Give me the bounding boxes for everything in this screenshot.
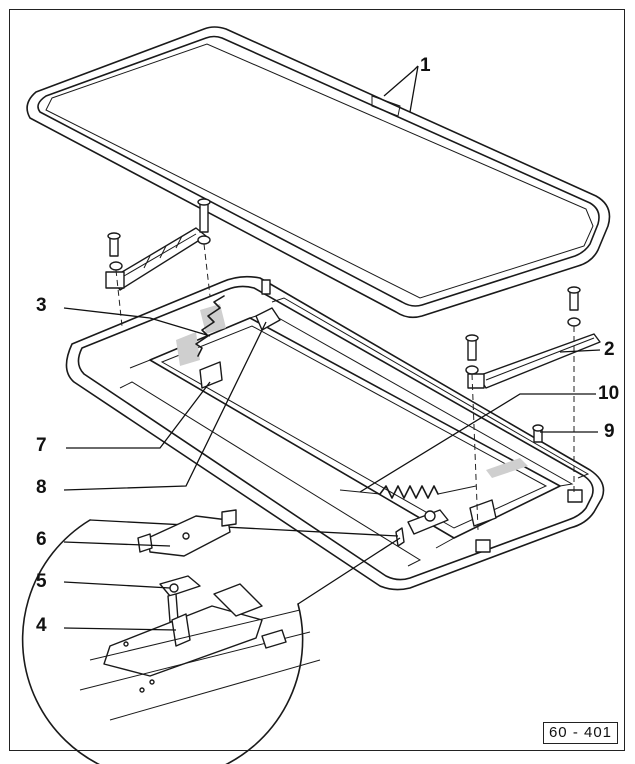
- callout-5: 5: [36, 571, 47, 592]
- callout-4: 4: [36, 615, 47, 636]
- left-bracket: [105, 227, 207, 291]
- callout-8: 8: [36, 477, 47, 498]
- callout-1: 1: [420, 55, 431, 76]
- callout-6: 6: [36, 529, 47, 550]
- callout-7: 7: [36, 435, 47, 456]
- leader-lines: [63, 65, 601, 631]
- callout-3: 3: [36, 295, 47, 316]
- callout-10: 10: [598, 383, 620, 404]
- sunroof-housing: [65, 275, 605, 591]
- screws: [107, 198, 581, 443]
- alignment-lines: [115, 243, 575, 531]
- callout-9: 9: [604, 421, 615, 442]
- diagram-border: [9, 9, 625, 751]
- sliders-part-7-8: [199, 307, 281, 389]
- cover-strip-part-2: [467, 333, 601, 389]
- figure-reference-label: 60 - 401: [543, 722, 618, 744]
- callout-2: 2: [604, 339, 615, 360]
- right-mechanism: [395, 489, 583, 553]
- springs: [195, 295, 477, 499]
- seal-frame-part-1: [26, 26, 611, 319]
